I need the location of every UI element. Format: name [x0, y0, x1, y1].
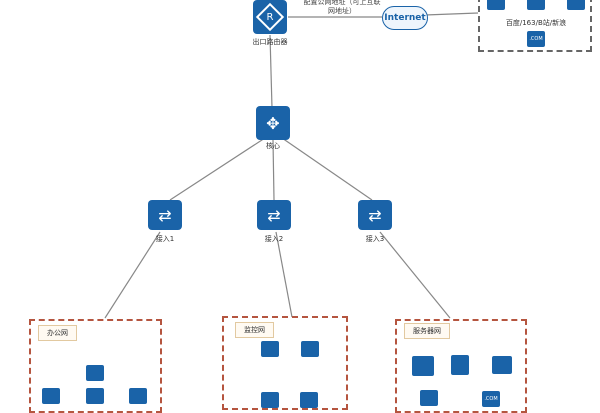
server-icon — [492, 356, 512, 374]
server-icon — [527, 0, 545, 10]
core-label: 核心 — [266, 142, 280, 150]
router-icon[interactable]: R — [253, 0, 287, 34]
office-zone-label: 办公网 — [38, 325, 77, 341]
server-icon — [420, 390, 438, 406]
link-core-access1 — [169, 137, 266, 201]
internet-label: Internet — [384, 13, 426, 23]
camera-icon — [301, 341, 319, 357]
user-group-icon — [86, 388, 104, 404]
router-note: 配置公网地址（可上互联网地址） — [303, 0, 381, 15]
link-internet-external — [424, 12, 479, 16]
external-label: 百度/163/B站/新浪 — [505, 19, 567, 27]
access-switch-2-icon[interactable]: ⇄ — [257, 200, 291, 230]
com-icon: .COM — [527, 31, 545, 47]
user-group-icon — [42, 388, 60, 404]
server-icon — [487, 0, 505, 10]
camera-icon — [261, 392, 279, 408]
external-sites-box — [478, 0, 592, 52]
server-zone-label: 服务器网 — [404, 323, 450, 339]
router-glyph: R — [266, 11, 274, 23]
link-access1-office — [104, 231, 161, 319]
nvr-icon — [261, 341, 279, 357]
core-switch-icon[interactable]: ✥ — [256, 106, 290, 140]
storage-icon — [412, 356, 434, 376]
access-3-label: 接入3 — [365, 235, 385, 243]
access-1-label: 接入1 — [155, 235, 175, 243]
monitor-zone-label: 监控网 — [235, 322, 274, 338]
server-icon — [86, 365, 104, 381]
internet-cloud-icon: Internet — [382, 6, 428, 30]
connection-lines — [104, 12, 479, 319]
link-access3-server — [379, 231, 451, 319]
user-group-icon — [129, 388, 147, 404]
com-icon: .COM — [482, 391, 500, 407]
access-switch-3-icon[interactable]: ⇄ — [358, 200, 392, 230]
link-access2-monitor — [275, 231, 293, 318]
link-core-access3 — [281, 137, 373, 201]
link-core-access2 — [272, 139, 275, 201]
nvr-icon — [300, 392, 318, 408]
server-icon — [451, 355, 469, 375]
router-label: 出口路由器 — [252, 38, 288, 46]
link-router-core — [269, 34, 273, 109]
access-switch-1-icon[interactable]: ⇄ — [148, 200, 182, 230]
access-2-label: 接入2 — [264, 235, 284, 243]
server-icon — [567, 0, 585, 10]
